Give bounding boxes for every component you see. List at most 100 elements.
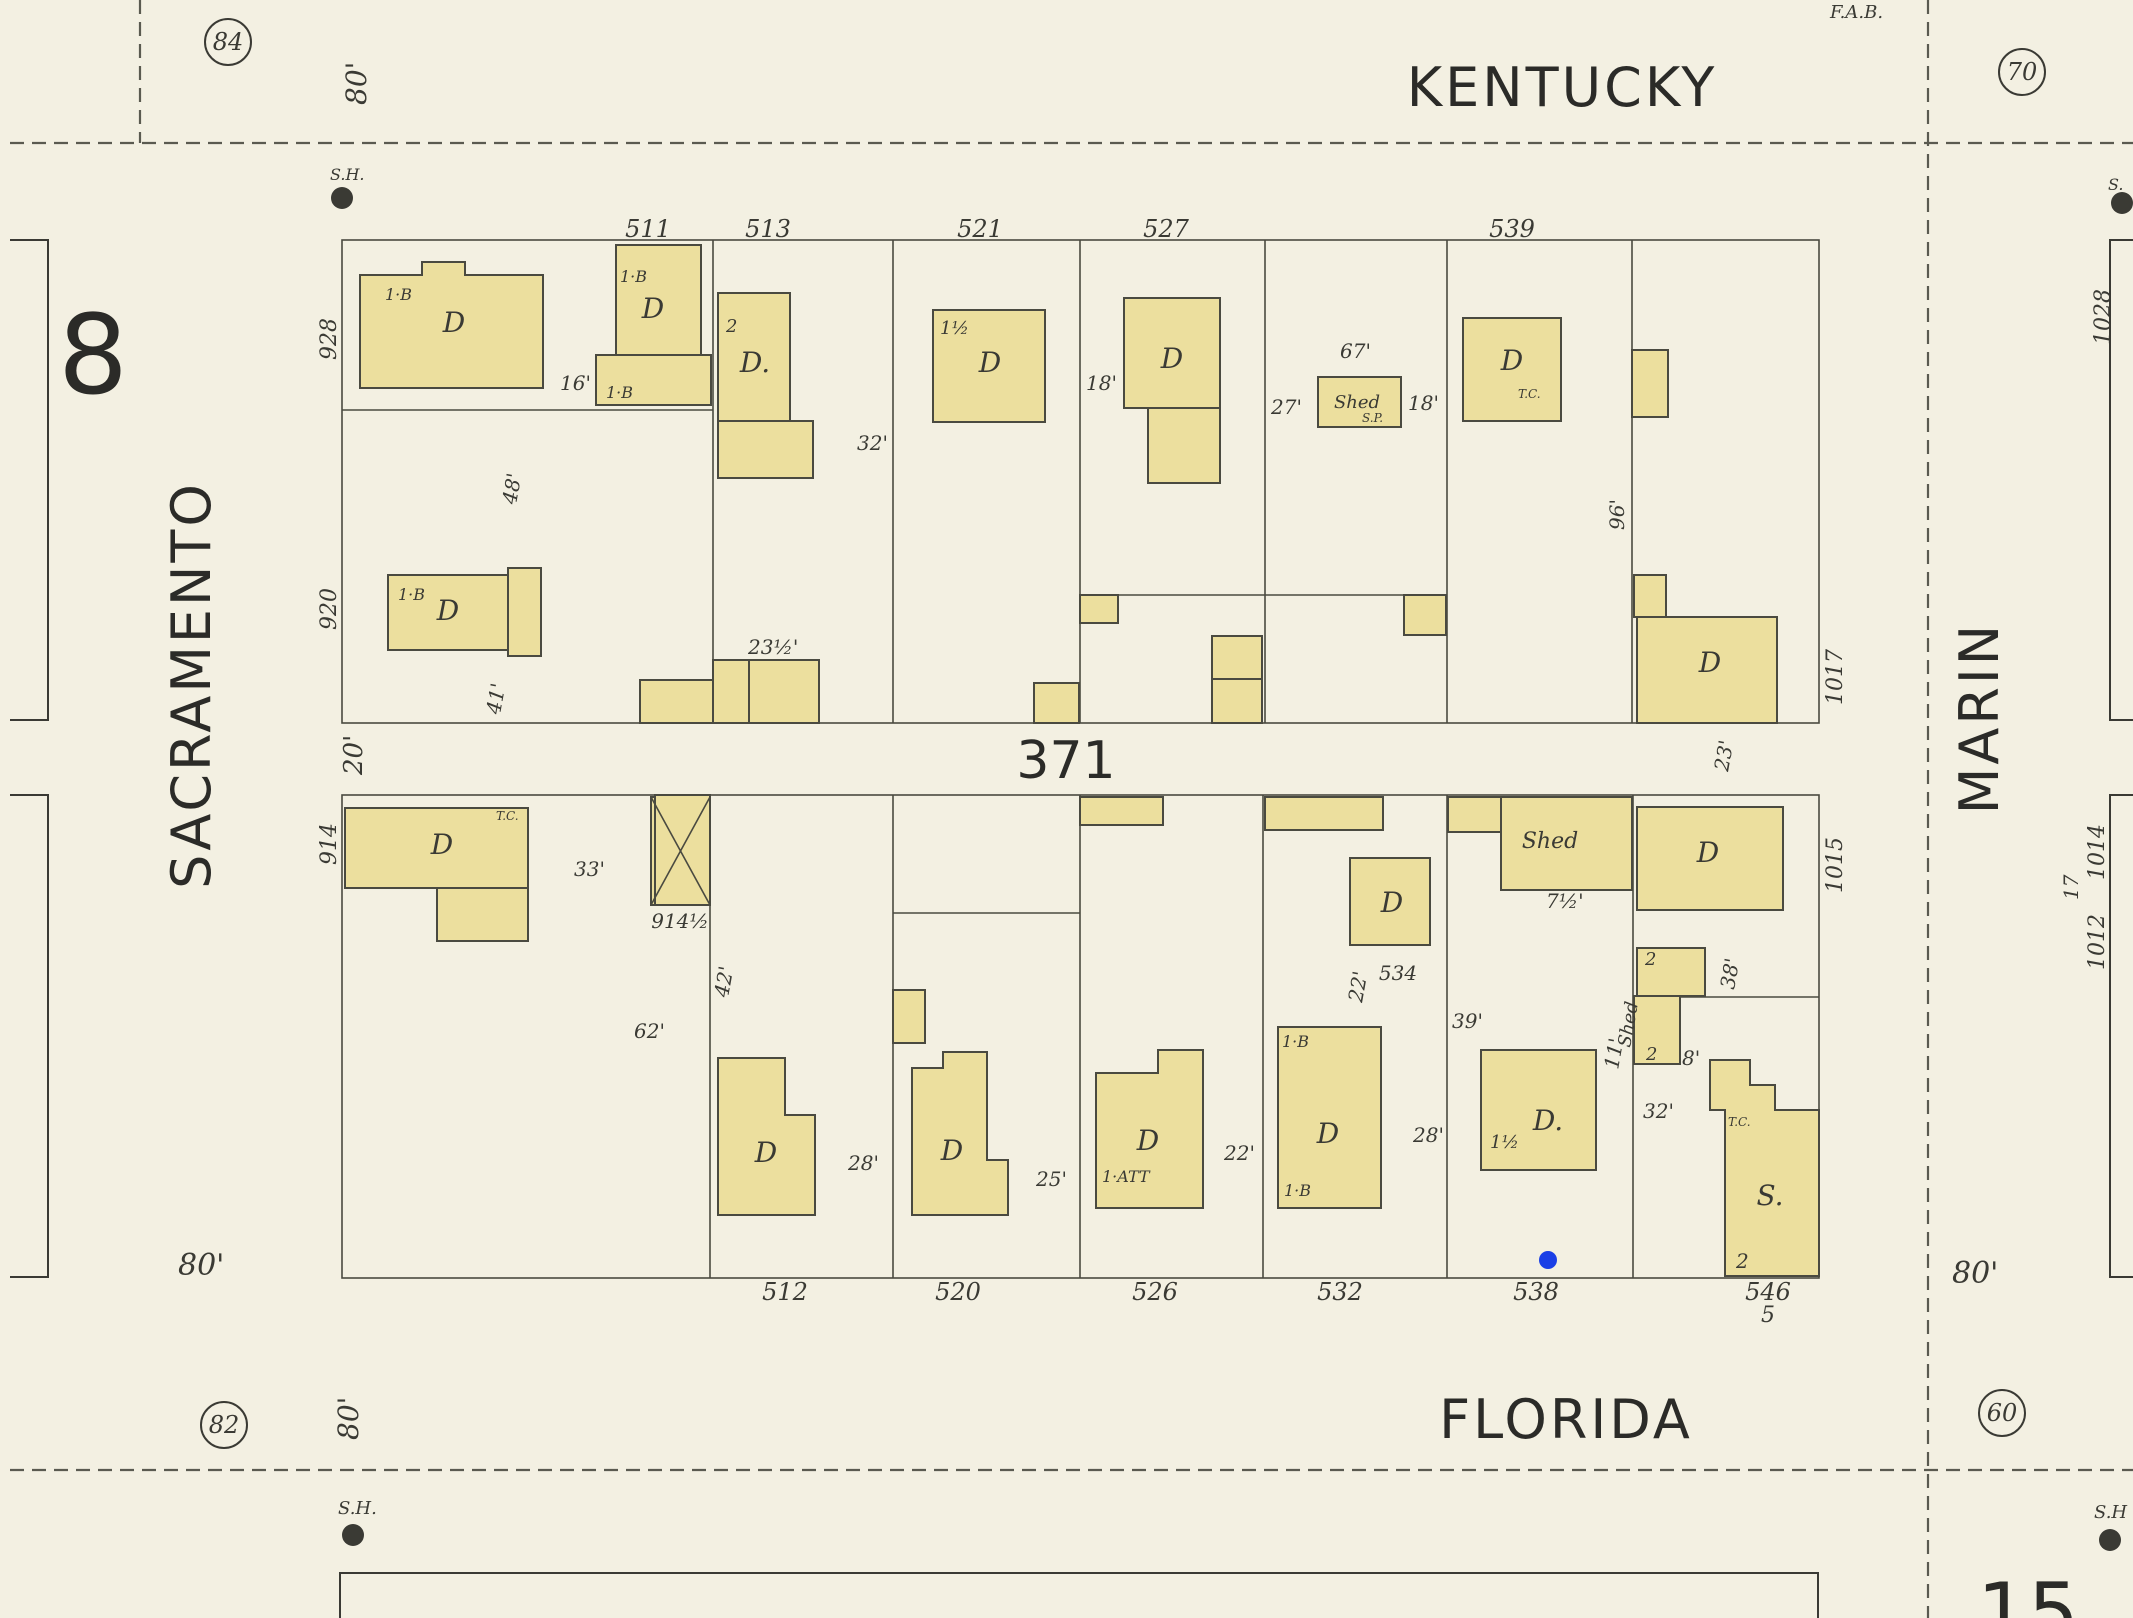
building-511-rear: [595, 354, 712, 406]
outbuilding-513-b: [748, 659, 820, 724]
label-shed-539: Shed: [1334, 392, 1380, 413]
block-60-label: 60: [1987, 1399, 2018, 1427]
dim-22-vertical: 22': [1343, 969, 1372, 1005]
dim-18-north: 18': [1086, 371, 1117, 395]
dim-38: 38': [1715, 956, 1744, 991]
label-2-546: 2: [1735, 1249, 1749, 1273]
dim-27: 27': [1270, 395, 1302, 419]
outbuilding-539: [1403, 594, 1447, 636]
outbuilding-1017: [1633, 574, 1667, 618]
dim-23-marin: 23': [1709, 738, 1738, 774]
dim-22-south: 22': [1223, 1141, 1255, 1165]
address-south-546: 546: [1745, 1278, 1791, 1306]
label-shed-538: Shed: [1522, 829, 1578, 854]
label-1half-538: 1½: [1490, 1132, 1519, 1153]
address-sacramento-928: 928: [317, 318, 342, 360]
dim-96: 96': [1605, 499, 1629, 530]
building-539: [1462, 317, 1562, 422]
label-d-539: D: [1500, 344, 1523, 377]
fab-mark: F.A.B.: [1829, 2, 1883, 23]
address-sacramento-914: 914: [317, 823, 342, 865]
dim-11: 11': [1599, 1036, 1628, 1071]
address-north-513: 513: [745, 215, 791, 243]
label-d-532: D: [1316, 1117, 1339, 1150]
address-south-532: 532: [1317, 1278, 1363, 1306]
label-d-534: D: [1380, 886, 1403, 919]
street-label-kentucky: KENTUCKY: [1407, 56, 1718, 119]
dim-39: 39': [1452, 1009, 1483, 1033]
block-number: 371: [1016, 731, 1115, 791]
dim-7-half: 7½': [1546, 889, 1584, 913]
label-d-527: D: [1160, 342, 1183, 375]
outbuilding-527-b: [1211, 635, 1263, 680]
label-1half-521: 1½: [940, 318, 969, 339]
label-1b-532: 1·B: [1282, 1032, 1309, 1051]
label-tc-546: T.C.: [1728, 1115, 1751, 1129]
dim-28-south: 28': [847, 1151, 879, 1175]
building-512: [717, 1057, 816, 1216]
label-d-928: D: [442, 306, 465, 339]
outbuilding-520: [892, 989, 926, 1044]
address-south-sub: 5: [1761, 1303, 1775, 1328]
dim-41: 41': [481, 681, 510, 717]
shed-539-west: [1317, 376, 1402, 428]
building-1028-small: [1631, 349, 1669, 418]
dim-16: 16': [560, 371, 591, 395]
address-914-half: 914½: [651, 909, 709, 933]
outbuilding-538: [1447, 796, 1502, 833]
width-sacramento-south: 80': [178, 1248, 224, 1283]
west-block-upper: [10, 239, 49, 721]
label-sp-539: S.P.: [1362, 411, 1383, 425]
address-south-520: 520: [935, 1278, 981, 1306]
building-513: [717, 292, 791, 422]
address-534: 534: [1379, 961, 1417, 985]
dim-42: 42': [709, 964, 738, 1000]
fire-hydrant-ne: [2111, 192, 2133, 214]
address-north-539: 539: [1489, 215, 1535, 243]
building-527-rear: [1147, 407, 1221, 484]
outbuilding-521: [1033, 682, 1080, 724]
width-kentucky-west: 80': [340, 62, 373, 105]
outbuilding-920: [639, 679, 714, 724]
dim-67: 67': [1340, 339, 1371, 363]
label-2-513: 2: [725, 316, 737, 337]
position-marker[interactable]: [1539, 1251, 1557, 1269]
east-block-upper: [2109, 239, 2133, 721]
fire-hydrant-se: [2099, 1529, 2121, 1551]
label-2-1014: 2: [1644, 949, 1656, 970]
west-block-lower: [10, 794, 49, 1278]
label-2-1012: 2: [1645, 1044, 1657, 1065]
address-south-538: 538: [1513, 1278, 1559, 1306]
address-north-521: 521: [957, 215, 1003, 243]
label-1b-511: 1·B: [620, 267, 647, 286]
label-tc-539: T.C.: [1518, 387, 1541, 401]
fire-hydrant-sw: [342, 1524, 364, 1546]
dim-8: 8': [1682, 1046, 1700, 1070]
dim-33: 33': [574, 857, 605, 881]
address-marin-1012: 1012: [2085, 914, 2110, 970]
width-florida-west: 80': [332, 1397, 365, 1440]
label-tc-914: T.C.: [496, 809, 519, 823]
block-60-circle: [1978, 1389, 2026, 1437]
hydrant-label-se: S.H: [2094, 1502, 2127, 1523]
address-sacramento-920: 920: [317, 588, 342, 630]
address-marin-1014: 1014: [2085, 824, 2110, 880]
building-526: [1095, 1049, 1204, 1209]
cross-line-b: [650, 796, 711, 906]
street-label-sacramento: SACRAMENTO: [160, 481, 223, 889]
hydrant-label-nw: S.H.: [330, 165, 365, 184]
label-d-521: D: [978, 346, 1001, 379]
building-520: [911, 1051, 1009, 1216]
dim-23-half: 23½': [747, 635, 798, 659]
address-north-511: 511: [625, 215, 671, 243]
address-marin-1015: 1015: [1823, 837, 1848, 893]
block-70-label: 70: [2007, 58, 2038, 86]
block-84-circle: [204, 18, 252, 66]
label-d-512: D: [754, 1136, 777, 1169]
label-1b-511-rear: 1·B: [606, 383, 633, 402]
south-buildings: [344, 794, 1820, 1277]
label-1b-532-rear: 1·B: [1284, 1181, 1311, 1200]
label-d-520: D: [940, 1134, 963, 1167]
